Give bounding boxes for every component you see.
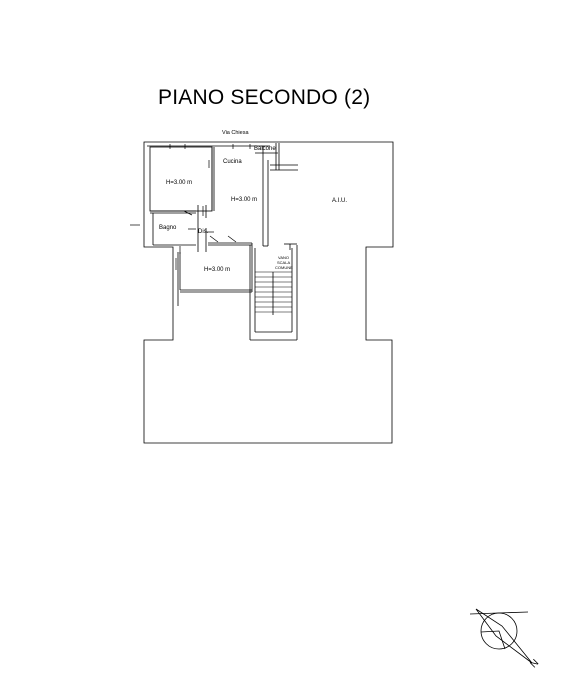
street-label: Via Chiesa: [222, 130, 249, 136]
stairwell: [249, 243, 298, 341]
apartment-walls: [147, 145, 270, 306]
room-height-label-3: H=3.00 m: [204, 267, 230, 273]
aiu-label: A.I.U.: [332, 198, 347, 204]
stair-treads: [255, 271, 292, 313]
plan-title: PIANO SECONDO (2): [158, 86, 371, 109]
balcony-label: Balcone: [254, 146, 276, 152]
compass-north-letter: N: [528, 657, 541, 670]
stair-label-line2: SCALA: [277, 260, 290, 265]
stair-label-line3: COMUNE: [275, 265, 293, 270]
room-height-label-2: H=3.00 m: [231, 197, 257, 203]
door-marks: [130, 144, 251, 270]
room-height-label-1: H=3.00 m: [166, 180, 192, 186]
building-outline: [143, 141, 394, 444]
bathroom-label: Bagno: [159, 225, 177, 231]
disimpegno-label: Dis.: [198, 229, 209, 235]
north-compass-icon: N: [469, 608, 541, 670]
balcony-outline: [255, 143, 298, 171]
stair-label-line1: VANO: [278, 255, 289, 260]
kitchen-label: Cucina: [223, 159, 242, 165]
